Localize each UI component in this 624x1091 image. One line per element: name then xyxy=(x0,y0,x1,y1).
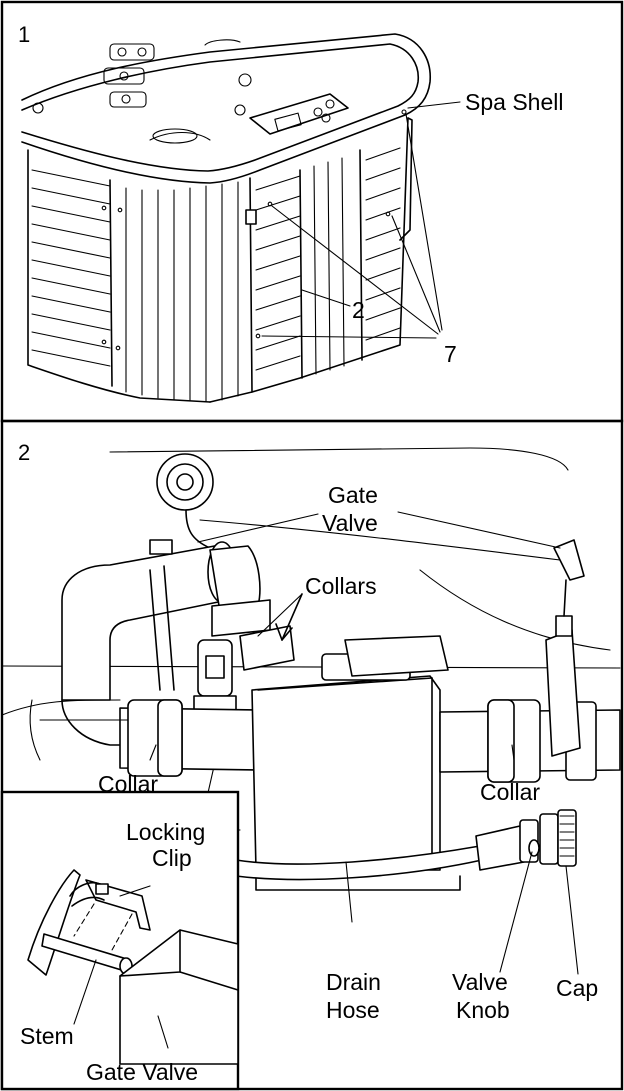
panel-1-number: 1 xyxy=(18,22,30,47)
gate-valve-label-line2: Valve xyxy=(322,510,378,536)
drain-hose-label-line1: Drain xyxy=(326,969,381,995)
collars-label: Collars xyxy=(305,573,377,599)
callout-2-label: 2 xyxy=(352,297,365,323)
jet-icons xyxy=(32,43,252,116)
pipe-elbow xyxy=(61,539,271,746)
callout-7-label: 7 xyxy=(444,341,457,367)
panel-2-leaders xyxy=(149,511,579,975)
drain-hose xyxy=(235,809,577,881)
panel-1-leaders xyxy=(261,101,461,339)
panel-2-number: 2 xyxy=(18,440,30,465)
inset-locking-clip xyxy=(0,790,240,1091)
drain-hose-label-line2: Hose xyxy=(326,997,380,1023)
locking-clip-label-line1: Locking xyxy=(126,819,205,845)
spa-shell-label: Spa Shell xyxy=(465,89,563,115)
cabinet-left xyxy=(27,149,257,403)
gate-valve-label-line1: Gate xyxy=(328,482,378,508)
gate-valve-inset-label: Gate Valve xyxy=(86,1059,198,1085)
stem-label: Stem xyxy=(20,1023,74,1049)
cap-label: Cap xyxy=(556,975,598,1001)
cabinet-right xyxy=(251,109,413,393)
valve-knob-label-line2: Knob xyxy=(456,997,510,1023)
gate-valve-right xyxy=(545,539,585,757)
panel-2: 2 xyxy=(0,419,624,1091)
valve-knob-label-line1: Valve xyxy=(452,969,508,995)
collar-right-label: Collar xyxy=(480,779,540,805)
pipe-right xyxy=(439,699,621,783)
gauge-icon xyxy=(156,453,214,549)
locking-clip-label-line2: Clip xyxy=(152,845,192,871)
spa-shell xyxy=(21,33,431,184)
panel-2-frame xyxy=(0,419,624,1091)
heater-box xyxy=(1,635,461,891)
pipe-left xyxy=(39,699,261,777)
panel-1-frame xyxy=(0,0,624,423)
panel-1: 1 xyxy=(0,0,624,423)
